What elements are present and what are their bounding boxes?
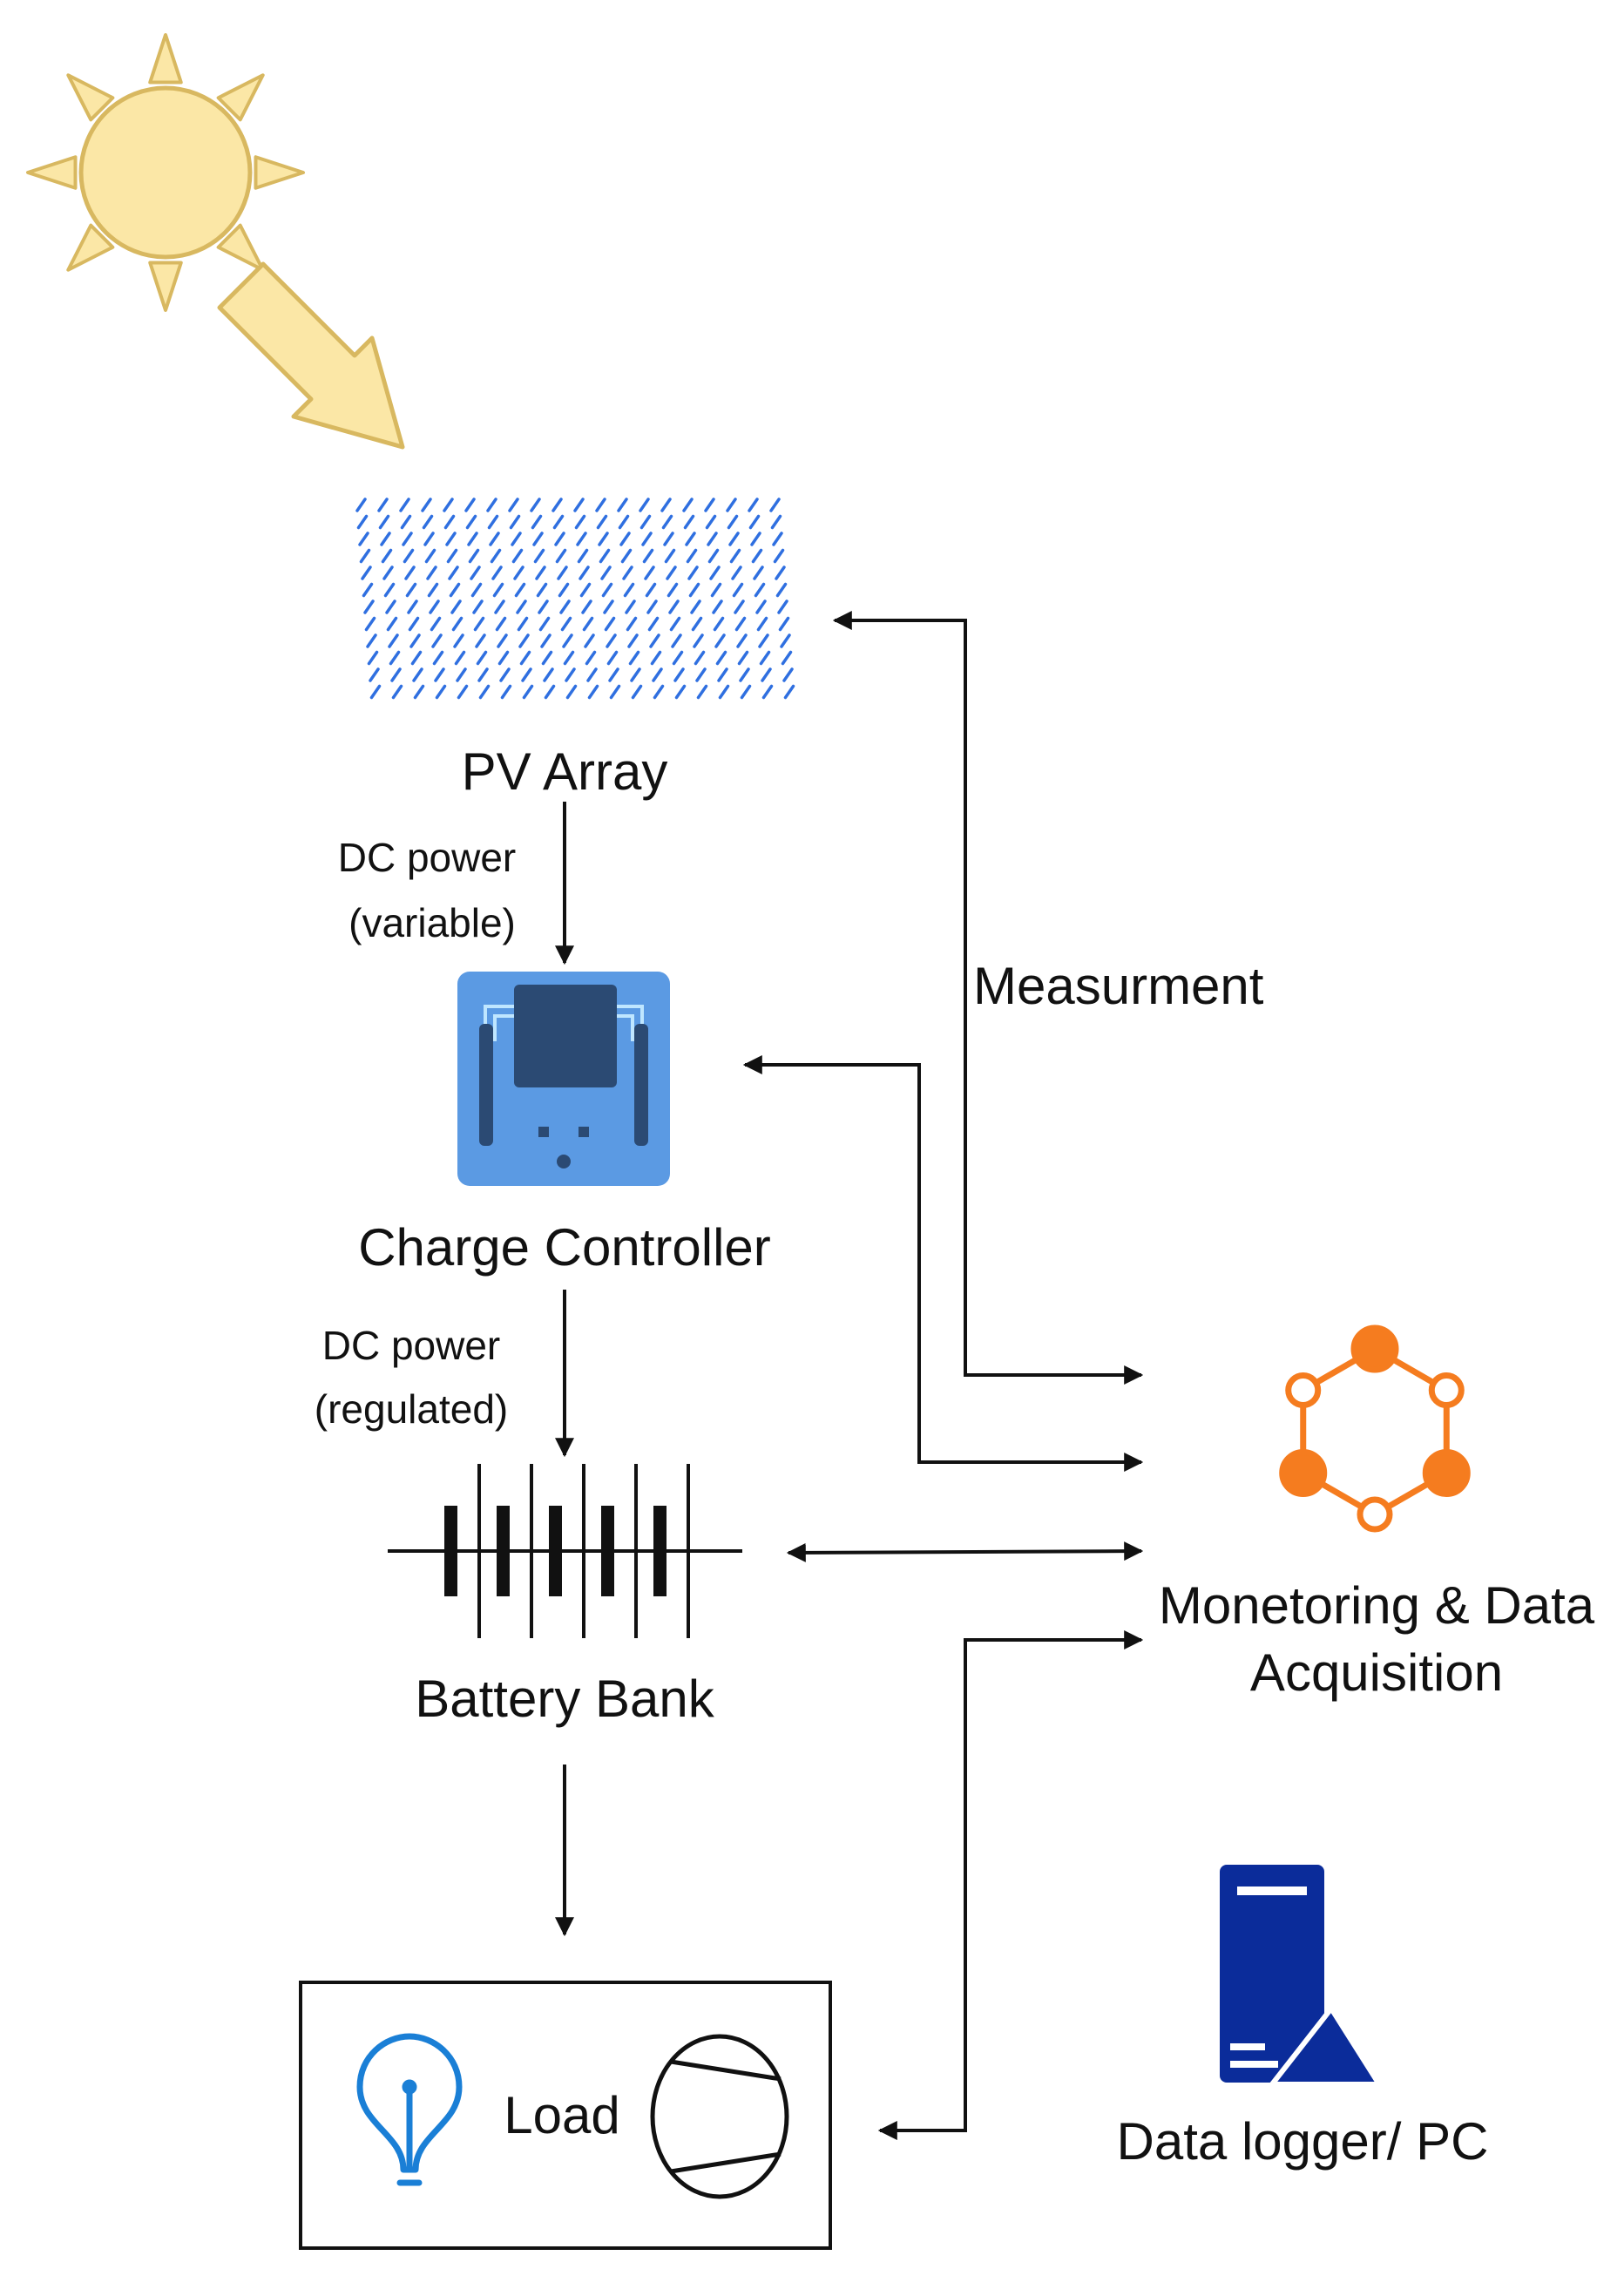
dc-power-variable-label-2: (variable) — [348, 900, 516, 945]
load-label: Load — [504, 2086, 619, 2144]
data-logger-label: Data logger/ PC — [1117, 2112, 1489, 2171]
sunlight-arrow-icon — [217, 261, 405, 450]
dc-power-variable-label-1: DC power — [338, 835, 517, 880]
light-bulb-icon — [356, 2033, 463, 2186]
motor-icon — [650, 2034, 789, 2199]
dc-power-regulated-label-2: (regulated) — [315, 1386, 508, 1432]
battery-bank-label: Battery Bank — [415, 1670, 715, 1728]
load-box — [299, 1981, 832, 2250]
monitoring-label-1: Monetoring & Data — [1159, 1576, 1595, 1635]
sun-icon — [26, 33, 305, 312]
dc-power-regulated-label-1: DC power — [322, 1323, 501, 1368]
measurement-controller-arrow — [742, 1055, 1144, 1472]
charge-controller-label: Charge Controller — [358, 1218, 771, 1277]
network-hub-icon — [1279, 1324, 1471, 1533]
measurement-label: Measurment — [973, 957, 1264, 1015]
measurement-load-arrow — [877, 1630, 1144, 2140]
controller-chip-icon — [457, 972, 670, 1186]
server-icon — [1220, 1865, 1382, 2087]
battery-symbol-icon — [388, 1464, 742, 1638]
solar-panel-icon — [355, 498, 795, 700]
measurement-battery-arrow — [786, 1541, 1144, 1562]
monitoring-label-2: Acquisition — [1250, 1643, 1503, 1702]
pv-array-label: PV Array — [462, 742, 668, 801]
